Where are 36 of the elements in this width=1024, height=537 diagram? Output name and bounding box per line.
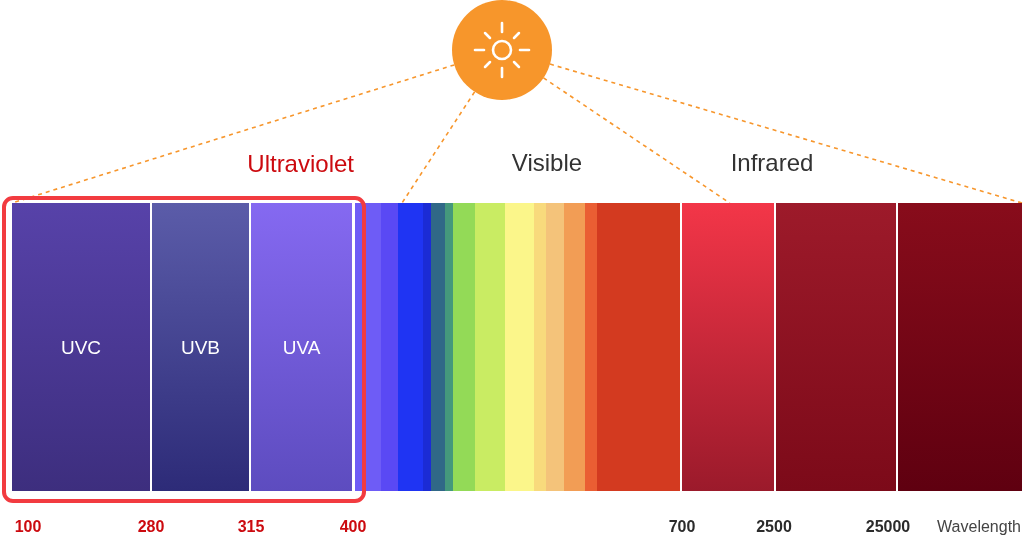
spectrum-band [534,203,546,491]
wavelength-value: 100 [14,519,42,535]
sun-icon [452,0,552,100]
band-label: UVC [60,337,102,357]
wavelength-value: 700 [668,519,696,535]
spectrum-band [776,203,896,491]
spectrum-band [445,203,453,491]
spectrum-band [585,203,597,491]
spectrum-band [505,203,534,491]
wavelength-value: 2500 [756,519,792,535]
spectrum-band [682,203,774,491]
spectrum-band [475,203,505,491]
range-heading: Visible [511,151,583,175]
spectrum-band [546,203,564,491]
range-heading: Ultraviolet [247,152,354,176]
wavelength-value: 280 [137,519,165,535]
spectrum-band [251,203,352,491]
band-label: UVA [282,337,321,357]
spectrum-band [564,203,585,491]
band-label: UVB [180,337,221,357]
spectrum-band [381,203,398,491]
spectrum-band [597,203,680,491]
spectrum-band [898,203,1022,491]
spectrum-band [398,203,423,491]
dashed-line [401,91,476,204]
range-heading: Infrared [730,151,814,175]
wavelength-value: 400 [339,519,367,535]
spectrum-band [431,203,445,491]
spectrum-band [152,203,249,491]
axis-title: Wavelength [937,519,1021,535]
spectrum-band [423,203,431,491]
wavelength-value: 25000 [865,519,911,535]
wavelength-value: 315 [237,519,265,535]
spectrum-band [453,203,475,491]
dashed-line [549,63,1023,204]
spectrum-band [12,203,150,491]
